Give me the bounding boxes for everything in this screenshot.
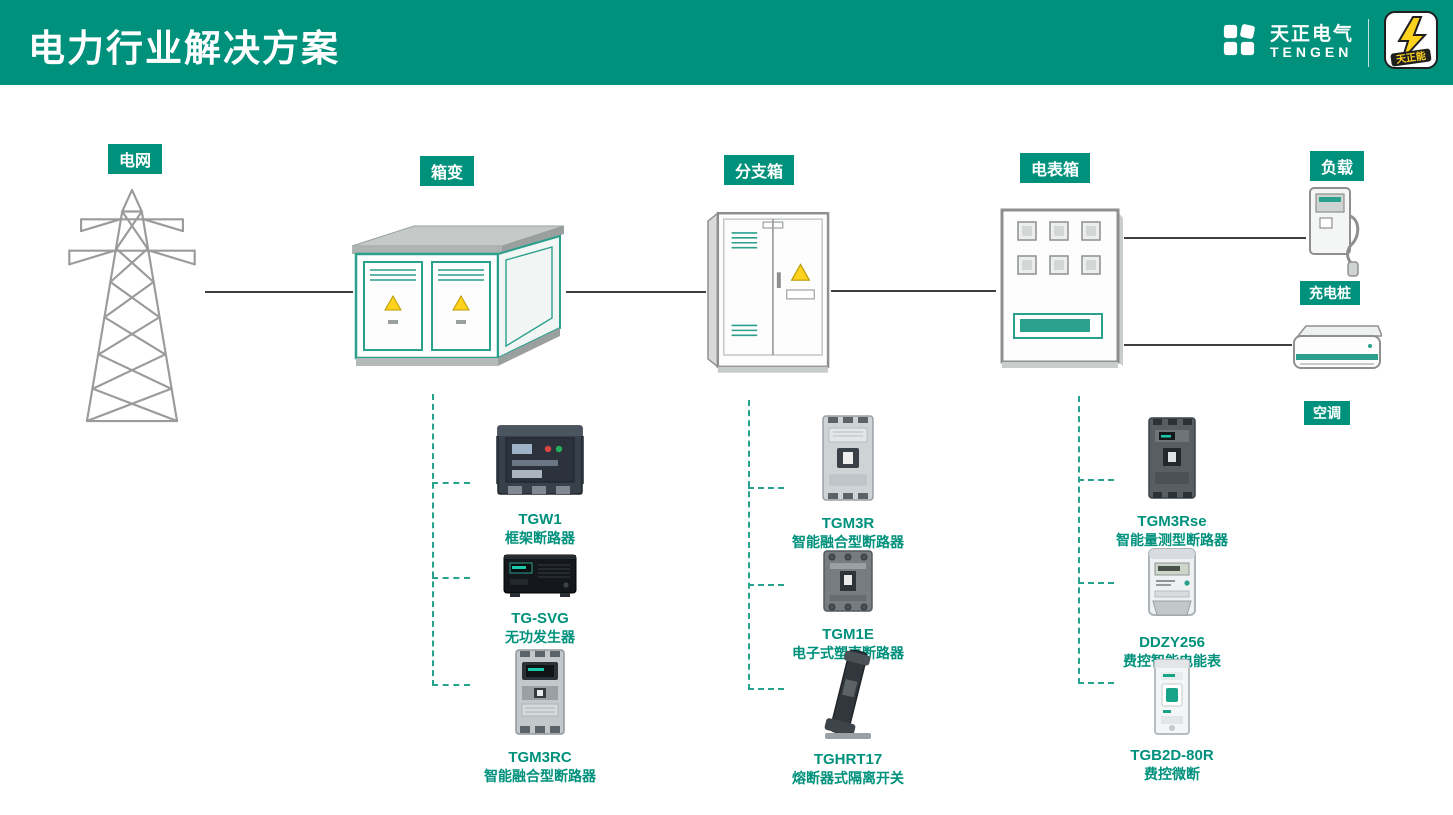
stage-chip-grid: 电网: [108, 144, 163, 174]
product-card-tgw1: TGW1 框架断路器: [455, 422, 625, 546]
mascot-badge-icon: 天正能: [1383, 10, 1439, 75]
stage-chip-load: 负载: [1310, 151, 1365, 181]
tg-svg-product-image: [502, 549, 578, 604]
dash-trunk-substation: [432, 394, 434, 686]
ddzy256-product-image: [1145, 547, 1199, 628]
brand-name-en: TENGEN: [1269, 44, 1353, 61]
page-title: 电力行业解决方案: [28, 28, 340, 69]
tgm3rc-product-image: [510, 648, 570, 743]
dash-stub: [432, 482, 470, 484]
load-chip-air-conditioner: 空调: [1304, 401, 1350, 425]
dash-stub: [1078, 479, 1114, 481]
product-desc: 费控微断: [1144, 766, 1200, 783]
product-card-tghrt17: TGHRT17 熔断器式隔离开关: [763, 649, 933, 787]
product-name: TGHRT17: [813, 751, 883, 768]
box-substation-illustration: [351, 200, 567, 377]
tghrt17-product-image: [819, 649, 877, 745]
dash-stub: [1078, 682, 1114, 684]
product-name: TGM3RC: [508, 749, 572, 766]
brand-text: 天正电气 TENGEN: [1270, 25, 1354, 60]
tgw1-product-image: [496, 422, 584, 505]
product-desc: 智能量测型断路器: [1116, 532, 1228, 549]
air-conditioner-illustration: [1292, 320, 1384, 385]
product-card-tgb2d-80r: TGB2D-80R 费控微断: [1087, 658, 1257, 782]
product-card-tg-svg: TG-SVG 无功发生器: [455, 549, 625, 645]
dash-stub: [432, 684, 470, 686]
charging-pile-illustration: [1306, 186, 1362, 283]
product-name: TGM3R: [821, 515, 875, 532]
product-desc: 框架断路器: [505, 530, 575, 547]
dash-trunk-branch: [748, 400, 750, 690]
product-desc: 智能融合型断路器: [792, 534, 904, 551]
brand-divider: [1368, 18, 1369, 67]
branch-box-illustration: [706, 206, 832, 381]
product-card-tgm3r: TGM3R 智能融合型断路器: [763, 414, 933, 550]
product-desc: 智能融合型断路器: [484, 768, 596, 785]
connector-branch-meter: [831, 290, 996, 292]
load-chip-charger: 充电桩: [1300, 281, 1360, 305]
brand-name-cn: 天正电气: [1269, 24, 1354, 46]
product-name: TGW1: [518, 511, 562, 528]
tgm3rse-product-image: [1141, 416, 1203, 507]
connector-substation-branch: [566, 291, 706, 293]
power-grid-tower-illustration: [52, 188, 212, 428]
tgm3r-product-image: [817, 414, 879, 509]
product-name: TGB2D-80R: [1130, 747, 1214, 764]
dash-trunk-meter: [1078, 396, 1080, 684]
brand-area: 天正电气 TENGEN 天正能: [1222, 0, 1439, 85]
stage-chip-branch-box: 分支箱: [724, 155, 795, 185]
mascot-label: 天正能: [1395, 49, 1427, 66]
meter-box-illustration: [996, 206, 1124, 377]
connector-grid-substation: [205, 291, 353, 293]
product-card-tgm1e: TGM1E 电子式塑壳断路器: [763, 549, 933, 661]
dash-stub: [432, 577, 470, 579]
dash-stub: [748, 487, 784, 489]
dash-stub: [748, 584, 784, 586]
stage-chip-substation: 箱变: [420, 156, 475, 186]
dash-stub: [1078, 582, 1114, 584]
tgb2d-80r-product-image: [1149, 658, 1195, 741]
product-card-tgm3rc: TGM3RC 智能融合型断路器: [455, 648, 625, 784]
connector-meter-ac: [1124, 344, 1292, 346]
product-name: TGM1E: [822, 626, 874, 643]
product-card-ddzy256: DDZY256 费控智能电能表: [1087, 547, 1257, 669]
connector-meter-charger: [1124, 237, 1306, 239]
tgm1e-product-image: [820, 549, 876, 620]
product-desc: 无功发生器: [505, 629, 575, 646]
product-desc: 熔断器式隔离开关: [792, 770, 904, 787]
product-card-tgm3rse: TGM3Rse 智能量测型断路器: [1087, 416, 1257, 548]
product-name: DDZY256: [1139, 634, 1205, 651]
stage-chip-meter-box: 电表箱: [1020, 153, 1091, 183]
product-name: TGM3Rse: [1137, 513, 1207, 530]
header-bar: 电力行业解决方案 天正电气 TENGEN: [0, 0, 1453, 85]
product-name: TG-SVG: [511, 610, 569, 627]
dash-stub: [748, 688, 784, 690]
tengen-logo-icon: [1222, 23, 1256, 62]
